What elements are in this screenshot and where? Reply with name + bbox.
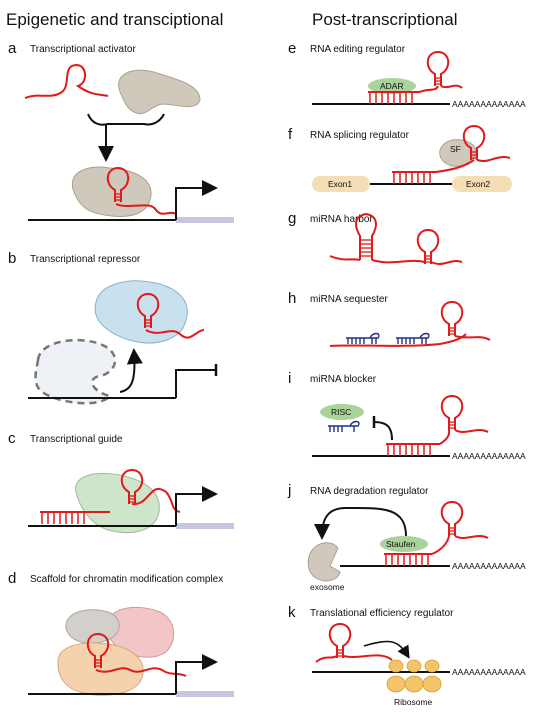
panel-i-title: miRNA blocker bbox=[310, 374, 377, 385]
complex-orange bbox=[57, 642, 144, 696]
complex-grey bbox=[65, 609, 120, 644]
panel-k-letter: k bbox=[288, 604, 296, 621]
panel-g-letter: g bbox=[288, 210, 297, 227]
panel-c-letter: c bbox=[8, 430, 16, 447]
degradation-arrow bbox=[314, 506, 407, 540]
bound-mirna bbox=[328, 420, 360, 432]
lncrna-strand bbox=[24, 63, 109, 99]
panel-e-title: RNA editing regulator bbox=[310, 44, 406, 55]
panel-j-diagram bbox=[307, 501, 489, 582]
panel-h-diagram bbox=[329, 301, 491, 347]
polya-tail-j: AAAAAAAAAAAAA bbox=[452, 561, 526, 571]
promoter-arrow bbox=[175, 180, 218, 220]
block-symbol bbox=[373, 421, 393, 441]
sf-label: SF bbox=[450, 144, 461, 154]
panel-i-diagram bbox=[312, 395, 489, 457]
panel-b-diagram bbox=[28, 280, 218, 405]
polya-tail-k: AAAAAAAAAAAAA bbox=[452, 667, 526, 677]
panel-d-diagram bbox=[28, 606, 234, 697]
panel-e-diagram bbox=[312, 51, 463, 105]
panel-c-title: Transcriptional guide bbox=[30, 434, 123, 445]
gene-body bbox=[176, 217, 234, 223]
panel-f-letter: f bbox=[288, 126, 293, 143]
panel-k-diagram bbox=[312, 623, 450, 693]
repressed-promoter bbox=[175, 369, 216, 398]
exon2 bbox=[452, 176, 512, 192]
panel-a-diagram bbox=[24, 63, 234, 223]
displaced-complex bbox=[34, 338, 117, 405]
adar-label: ADAR bbox=[380, 81, 404, 91]
panel-b-title: Transcriptional repressor bbox=[30, 254, 141, 265]
ribosomes bbox=[386, 659, 442, 693]
panel-e-letter: e bbox=[288, 40, 297, 57]
mirna-hairpin bbox=[355, 212, 377, 260]
panel-d-letter: d bbox=[8, 570, 17, 587]
panel-h-title: miRNA sequester bbox=[310, 294, 388, 305]
polya-tail-e: AAAAAAAAAAAAA bbox=[452, 99, 526, 109]
panel-a-letter: a bbox=[8, 40, 17, 57]
left-column-heading: Epigenetic and transciptional bbox=[6, 10, 224, 29]
panel-h-letter: h bbox=[288, 290, 297, 307]
mirna-sponge-2 bbox=[396, 332, 430, 344]
panel-a-title: Transcriptional activator bbox=[30, 44, 136, 55]
exosome bbox=[307, 542, 341, 582]
activator-complex bbox=[71, 166, 152, 217]
guide-protein bbox=[75, 472, 160, 534]
sf-protein bbox=[439, 139, 477, 167]
exosome-label: exosome bbox=[310, 582, 345, 592]
mirna-sponge-1 bbox=[346, 332, 380, 344]
panel-g-title: miRNA harbor bbox=[310, 214, 373, 225]
panel-g-diagram bbox=[329, 212, 463, 265]
exon2-label: Exon2 bbox=[466, 179, 491, 189]
right-column-heading: Post-transcriptional bbox=[312, 10, 458, 29]
panel-i-letter: i bbox=[288, 370, 292, 387]
panel-j-letter: j bbox=[288, 482, 292, 499]
panel-k-title: Translational efficiency regulator bbox=[310, 608, 454, 619]
panel-d-title: Scaffold for chromatin modification comp… bbox=[30, 574, 224, 585]
polya-tail-i: AAAAAAAAAAAAA bbox=[452, 451, 526, 461]
activator-protein bbox=[118, 69, 201, 115]
ribosome-label: Ribosome bbox=[394, 697, 433, 707]
adar-protein bbox=[368, 78, 416, 94]
exon1-label: Exon1 bbox=[328, 179, 353, 189]
panel-f-title: RNA splicing regulator bbox=[310, 130, 409, 141]
complex-pink bbox=[106, 606, 175, 658]
staufen-label: Staufen bbox=[386, 539, 416, 549]
risc-label: RISC bbox=[331, 407, 352, 417]
risc-complex bbox=[320, 404, 364, 420]
panel-f-diagram bbox=[312, 125, 512, 192]
panel-c-diagram bbox=[28, 469, 234, 534]
panel-j-title: RNA degradation regulator bbox=[310, 486, 429, 497]
panel-b-letter: b bbox=[8, 250, 17, 267]
exon1 bbox=[312, 176, 370, 192]
staufen-protein bbox=[380, 536, 428, 552]
